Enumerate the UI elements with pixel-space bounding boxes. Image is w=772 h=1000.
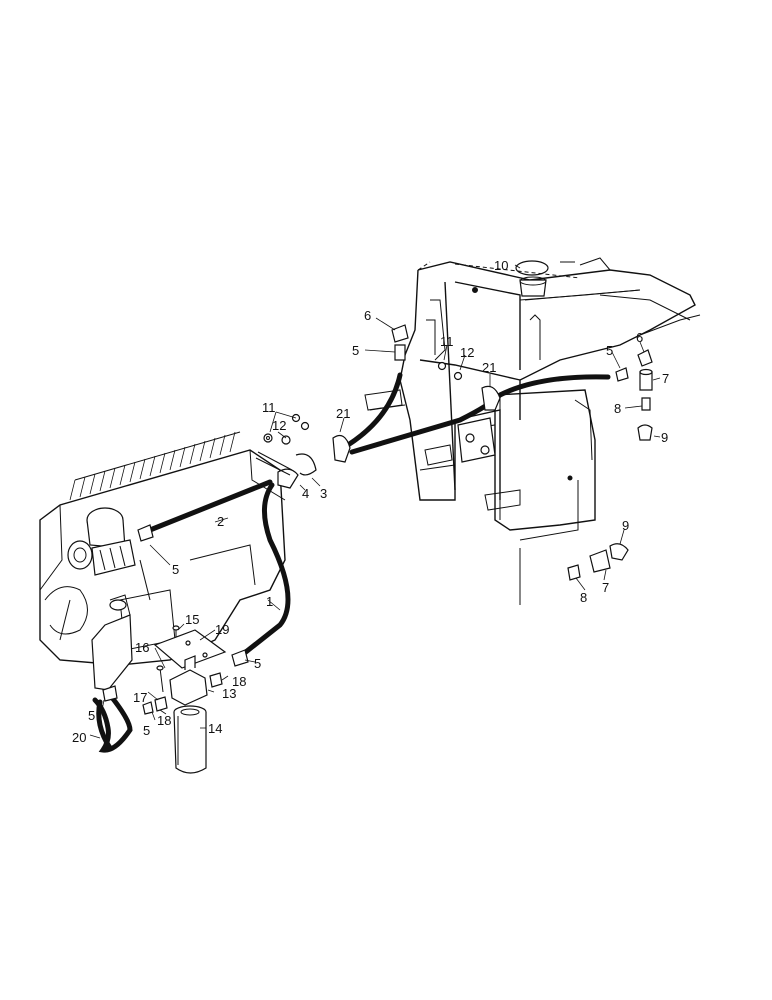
callout-3: 3: [320, 486, 327, 501]
callout-5-filter: 5: [254, 656, 261, 671]
callout-17: 17: [133, 690, 147, 705]
filler-cap: [515, 260, 549, 297]
callout-21-left: 21: [336, 406, 350, 421]
callout-8-lower: 8: [580, 590, 587, 605]
callout-9-lower: 9: [622, 518, 629, 533]
callout-2: 2: [217, 514, 224, 529]
callout-20: 20: [72, 730, 86, 745]
callout-1: 1: [266, 594, 273, 609]
callout-9-upper: 9: [661, 430, 668, 445]
callout-4: 4: [302, 486, 309, 501]
callout-6-upper: 6: [364, 308, 371, 323]
callout-14: 14: [208, 721, 222, 736]
callout-11-left: 11: [262, 400, 276, 415]
callout-19: 19: [215, 622, 229, 637]
callout-16: 16: [135, 640, 149, 655]
callout-5-upper: 5: [352, 343, 359, 358]
callout-15: 15: [185, 612, 199, 627]
callout-21-right: 21: [482, 360, 496, 375]
callout-6-right: 6: [636, 330, 643, 345]
tank-frame: [364, 257, 701, 605]
callout-13: 13: [222, 686, 236, 701]
callout-11-right: 11: [440, 334, 454, 349]
hoses: [92, 372, 611, 753]
callout-5-left: 5: [88, 708, 95, 723]
leader-lines: [89, 264, 661, 739]
callout-10: 10: [494, 258, 508, 273]
callout-7-upper: 7: [662, 371, 669, 386]
construction-lines: [417, 261, 581, 279]
callout-7-lower: 7: [602, 580, 609, 595]
callout-12-right: 12: [460, 345, 474, 360]
engine-oil-filter: [91, 594, 133, 691]
callout-5-engine: 5: [172, 562, 179, 577]
turbo-housing: [67, 507, 136, 576]
callout-8-upper: 8: [614, 401, 621, 416]
callout-12-left: 12: [272, 418, 286, 433]
filter-assembly: [153, 629, 227, 774]
fittings: [102, 324, 653, 715]
callout-18-lower: 18: [157, 713, 171, 728]
callouts: 1 2 3 4 5 5 5 5 5 5 6 6 7 7 8 8 9 9 10 1…: [72, 258, 669, 745]
callout-18-filter: 18: [232, 674, 246, 689]
callout-5-lower: 5: [143, 723, 150, 738]
callout-5-right: 5: [606, 343, 613, 358]
